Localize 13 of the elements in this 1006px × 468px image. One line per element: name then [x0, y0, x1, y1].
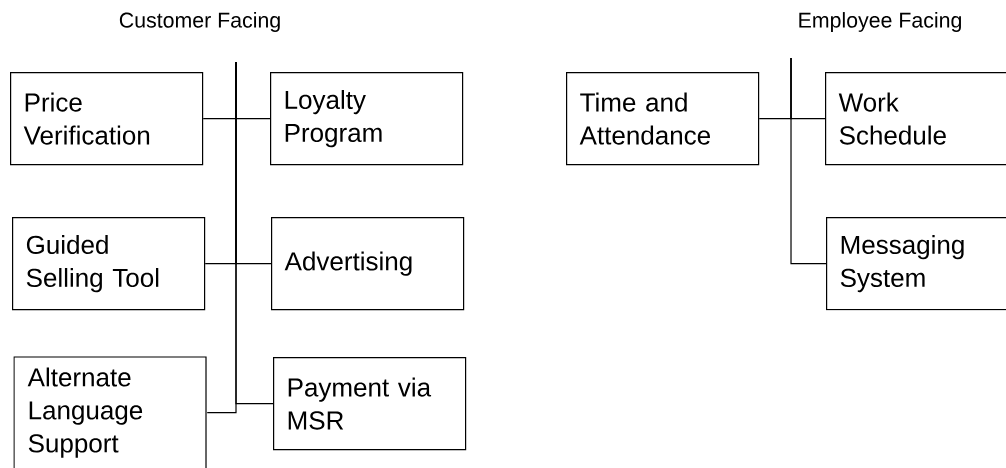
connector-line — [235, 61, 274, 405]
connector-line — [790, 57, 827, 265]
process-box: Price Verification — [10, 72, 204, 166]
process-box: Payment via MSR — [273, 357, 467, 451]
process-box: Messaging System — [826, 217, 1006, 311]
process-box: Time and Attendance — [566, 72, 760, 166]
heading: Customer Facing — [119, 12, 280, 32]
process-box: Guided Selling Tool — [12, 217, 206, 311]
process-box: Loyalty Program — [270, 72, 464, 166]
process-box: Alternate Language Support — [13, 356, 207, 468]
process-box: Advertising — [271, 217, 465, 311]
process-box: Work Schedule — [825, 72, 1006, 166]
heading: Employee Facing — [799, 12, 961, 32]
